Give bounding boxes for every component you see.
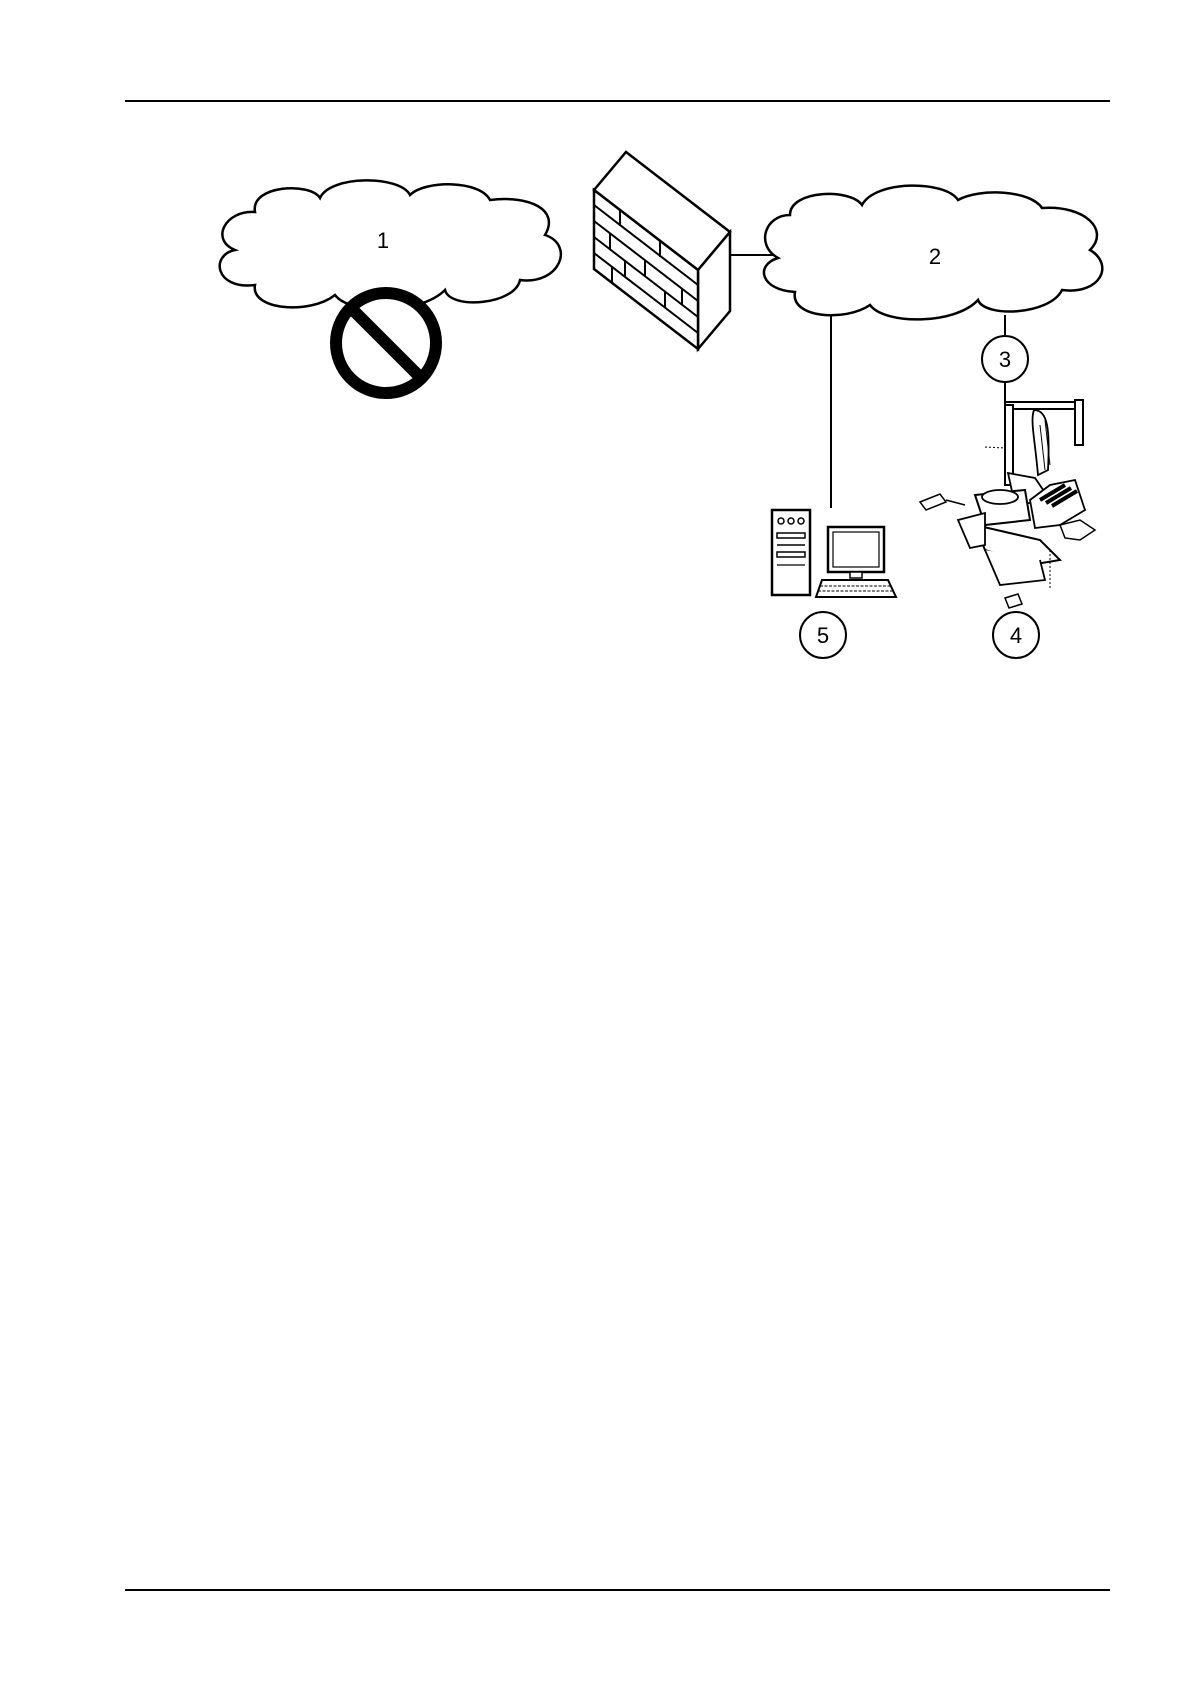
footer-rule — [125, 1589, 1110, 1591]
computer-workstation-icon — [772, 510, 896, 597]
firewall-icon — [594, 152, 730, 349]
prohibited-icon — [336, 293, 436, 393]
node-5: 5 — [800, 612, 846, 658]
cloud-2-label: 2 — [929, 244, 941, 269]
node-5-label: 5 — [817, 623, 829, 648]
node-3: 3 — [982, 336, 1028, 382]
cloud-1-label: 1 — [377, 228, 389, 253]
node-4: 4 — [993, 612, 1039, 658]
network-diagram: 1 2 — [0, 0, 1191, 700]
cloud-2: 2 — [764, 186, 1102, 320]
dental-unit-icon — [920, 400, 1095, 608]
node-4-label: 4 — [1010, 623, 1022, 648]
node-3-label: 3 — [999, 347, 1011, 372]
